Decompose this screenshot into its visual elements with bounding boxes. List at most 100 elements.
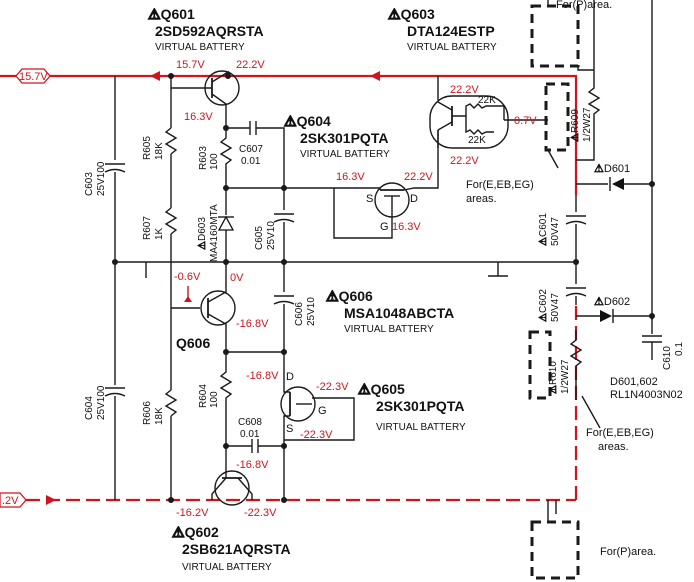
rail-bottom-tag bbox=[0, 492, 27, 508]
r604-resistor bbox=[219, 352, 233, 420]
r605-zigzag bbox=[164, 127, 178, 155]
q601-part: 2SD592AQRSTA bbox=[155, 23, 264, 39]
c607-value: 0.01 bbox=[241, 156, 261, 167]
c607-wire-right bbox=[256, 127, 285, 190]
r603-ref: R603 bbox=[198, 146, 209, 170]
c602-ref-text: C602 bbox=[538, 289, 549, 313]
q603-note: VIRTUAL BATTERY bbox=[407, 42, 497, 53]
q604-gate-wire bbox=[333, 188, 393, 239]
q605-ref-text: Q605 bbox=[371, 381, 405, 397]
q604-ref: ⚠Q604 bbox=[284, 113, 331, 129]
c605-ref: C605 bbox=[254, 226, 265, 250]
c607-ref: C607 bbox=[239, 144, 263, 155]
r610-ref-text: R610 bbox=[548, 361, 559, 385]
c602-value: 50V47 bbox=[550, 293, 561, 322]
c601-ref: ⚠C601 bbox=[538, 213, 549, 246]
q606-part: MSA1048ABCTA bbox=[344, 305, 454, 321]
c605-value: 25V10 bbox=[266, 221, 277, 250]
d602-ref: ⚠D602 bbox=[594, 296, 630, 308]
q604-g-voltage: 16.3V bbox=[392, 221, 421, 233]
q601-ref: ⚠Q601 bbox=[148, 6, 195, 22]
junction-bottom-rail-q605 bbox=[281, 497, 287, 503]
q604-note: VIRTUAL BATTERY bbox=[300, 149, 390, 160]
q603-right-voltage: 0.7V bbox=[514, 115, 537, 127]
junction-r606-bot bbox=[168, 497, 174, 503]
q605-ref: ⚠Q605 bbox=[358, 381, 405, 397]
q604-pin-g: G bbox=[380, 221, 389, 233]
q603-r2 bbox=[465, 116, 494, 135]
r606-value: 18K bbox=[154, 407, 165, 425]
r605-ref: R605 bbox=[142, 136, 153, 160]
q603-bottom-voltage: 22.2V bbox=[450, 155, 479, 167]
r609-bottom-wire bbox=[576, 150, 595, 161]
c605-plate-2 bbox=[273, 218, 295, 223]
q603-r1 bbox=[452, 103, 505, 120]
r610-box bbox=[528, 330, 552, 400]
c601-plate-2 bbox=[565, 220, 587, 225]
r607-ref: R607 bbox=[142, 216, 153, 240]
q602-emitter bbox=[211, 477, 227, 500]
q603-collector bbox=[437, 121, 453, 131]
q602-c-voltage: -22.3V bbox=[244, 507, 277, 519]
junction-q601-c bbox=[225, 73, 231, 79]
top-p-area-box bbox=[530, 4, 580, 68]
q606-emitter bbox=[207, 313, 227, 352]
r605-value: 18K bbox=[154, 142, 165, 160]
q606-collector bbox=[207, 262, 227, 303]
q601-emitter bbox=[211, 93, 227, 128]
q605-symbol bbox=[280, 386, 316, 422]
q606-label: Q606 bbox=[176, 335, 210, 351]
r609-box bbox=[544, 82, 570, 152]
q604-pin-d: D bbox=[410, 193, 418, 205]
q603-r2-label: 22K bbox=[468, 135, 486, 146]
q601-b-voltage: 15.7V bbox=[176, 59, 205, 71]
r609-pointer bbox=[547, 149, 559, 169]
q605-s-voltage: -22.3V bbox=[300, 429, 333, 441]
r610-pointer bbox=[581, 395, 601, 429]
c610-value: 0.1 bbox=[674, 342, 685, 356]
rail-arrow-1 bbox=[370, 71, 380, 81]
c602-plate-2 bbox=[565, 292, 587, 297]
q606-b-voltage: -0.6V bbox=[174, 271, 201, 283]
d601-triangle bbox=[612, 178, 624, 190]
q602-note: VIRTUAL BATTERY bbox=[182, 562, 272, 573]
c606-ref: C606 bbox=[294, 302, 305, 326]
q602-b-voltage: -16.8V bbox=[236, 459, 269, 471]
q605-d-node-voltage: -16.8V bbox=[246, 370, 279, 382]
q605-source bbox=[283, 415, 290, 440]
c604-value: 25V100 bbox=[96, 385, 107, 420]
r603-value: 100 bbox=[209, 153, 220, 170]
rail-bottom-voltage: .2V bbox=[2, 495, 19, 507]
q602-collector bbox=[237, 477, 253, 500]
d601-ref-text: D601 bbox=[604, 163, 630, 175]
q604-part: 2SK301PQTA bbox=[300, 130, 388, 146]
q605-pin-d: D bbox=[286, 371, 294, 383]
r603-resistor bbox=[219, 128, 233, 188]
q601-ref-text: Q601 bbox=[161, 6, 195, 22]
c604-plate-2 bbox=[104, 392, 126, 397]
r606-zigzag bbox=[164, 389, 178, 417]
r609-resistor bbox=[587, 82, 601, 150]
d602-ref-text: D602 bbox=[604, 296, 630, 308]
q605-pin-g: G bbox=[318, 405, 327, 417]
q603-ref: ⚠Q603 bbox=[388, 6, 435, 22]
rail-left-tag bbox=[15, 68, 51, 84]
r609-ref-text: R609 bbox=[570, 109, 581, 133]
ref-0v: 0V bbox=[230, 272, 244, 284]
q601-e-voltage: 16.3V bbox=[184, 111, 213, 123]
d602-triangle bbox=[600, 310, 612, 322]
c601-value: 50V47 bbox=[550, 217, 561, 246]
d601-602-line2: RL1N4003N02 bbox=[610, 389, 683, 401]
r610-resistor bbox=[569, 330, 583, 400]
c604-ref: C604 bbox=[84, 396, 95, 420]
r606-ref: R606 bbox=[142, 401, 153, 425]
q602-symbol bbox=[214, 470, 250, 506]
bottom-p-area-box bbox=[530, 520, 580, 580]
q604-drain bbox=[403, 130, 439, 191]
q605-note: VIRTUAL BATTERY bbox=[376, 422, 466, 433]
r604-ref: R604 bbox=[198, 384, 209, 408]
r607-zigzag bbox=[164, 207, 178, 235]
q603-symbol bbox=[429, 95, 509, 149]
